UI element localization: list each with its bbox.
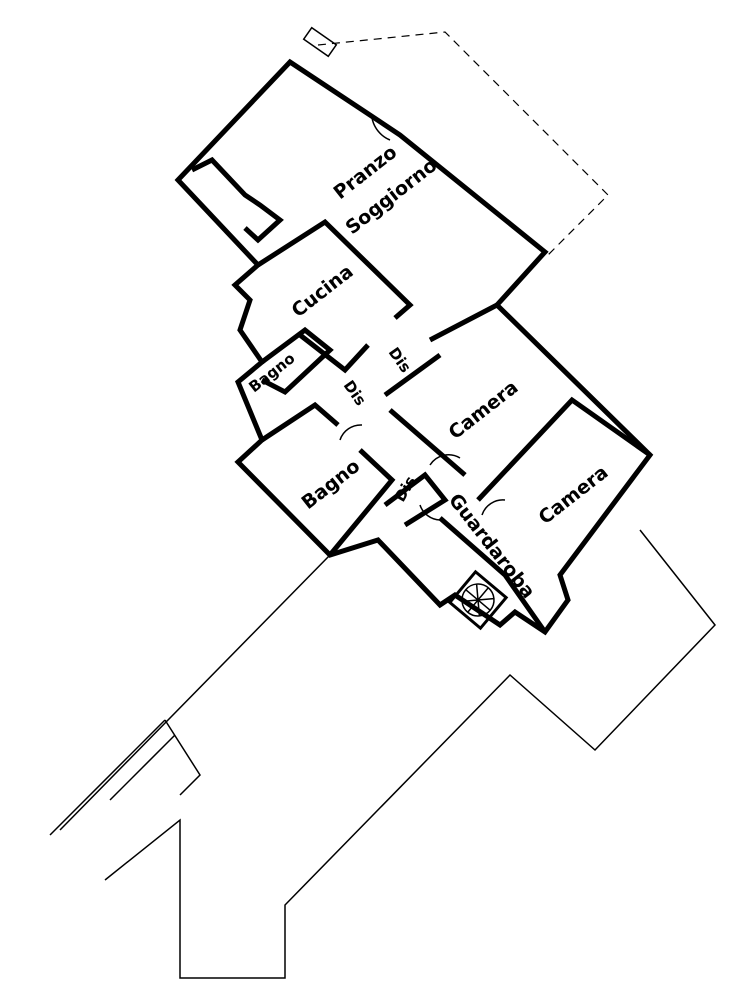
wall-bagno-right <box>328 448 396 557</box>
kitchen-wall <box>256 218 414 320</box>
wall-guardaroba <box>438 516 548 634</box>
room-label-dis-2: Dis <box>385 344 415 376</box>
terrace-outline <box>59 554 331 831</box>
room-label-bagno: Bagno <box>298 455 365 514</box>
balcony-outline <box>317 31 609 256</box>
apartment-outer-wall <box>174 58 654 636</box>
kitchen-wall-lower <box>298 333 370 374</box>
kitchen-counter <box>190 156 284 244</box>
room-label-camera-1: Camera <box>445 376 523 444</box>
terrace-railing <box>109 734 176 801</box>
wall-dis <box>383 352 442 398</box>
door-arc <box>419 504 441 521</box>
door-arc <box>371 117 391 141</box>
wall-camera-split <box>476 396 652 502</box>
door-arc <box>481 499 506 516</box>
room-label-cucina: Cucina <box>288 261 358 322</box>
terrace-outline <box>104 529 716 979</box>
terrace-step <box>164 719 201 796</box>
terrace-railing <box>49 719 166 836</box>
wall-camera-1 <box>388 408 467 477</box>
door-arc <box>339 424 363 441</box>
door-arc <box>429 454 461 466</box>
wall-bagno <box>260 401 340 443</box>
wall-living-bedroom <box>428 302 499 343</box>
window-frame <box>302 26 338 58</box>
spiral-staircase <box>447 569 509 631</box>
wall-bagno-small <box>260 326 334 396</box>
room-label-dis-1: Dis <box>340 377 370 409</box>
